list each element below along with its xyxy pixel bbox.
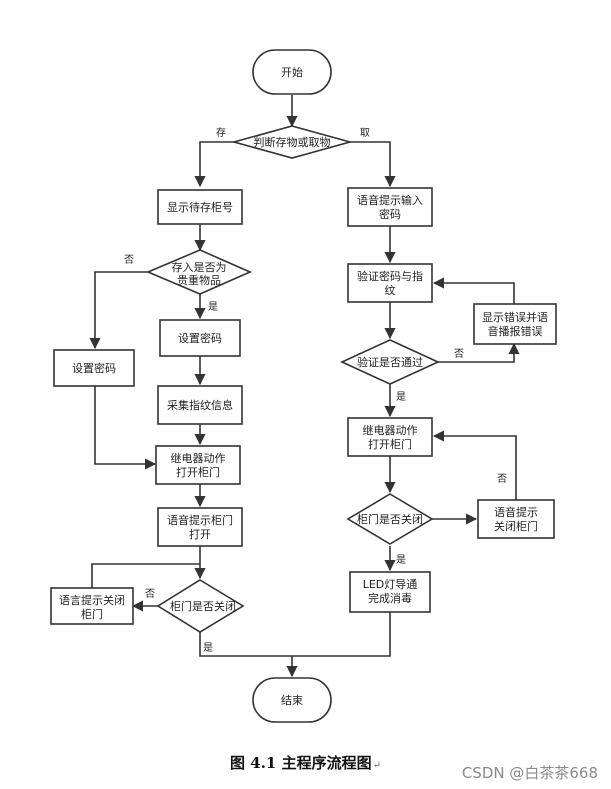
decision-closed-left-label: 柜门是否关闭 [170, 599, 236, 613]
edge-decision-take [350, 141, 396, 188]
decision-valuable-label-2: 贵重物品 [177, 273, 221, 287]
decision-closed-right-label: 柜门是否关闭 [357, 512, 423, 526]
figure-caption-text: 图 4.1 主程序流程图 [230, 754, 372, 772]
verify-label-2: 纹 [385, 283, 396, 297]
edge-valuable-no [89, 271, 148, 350]
decision-main-label: 判断存物或取物 [254, 135, 331, 149]
end-label: 结束 [281, 694, 303, 707]
collect-fingerprint-label: 采集指纹信息 [167, 398, 233, 412]
end-node [252, 677, 332, 723]
edge-decision-store [194, 141, 234, 188]
decision-closed-right-node [346, 493, 434, 545]
relay-open-left-label-2: 打开柜门 [176, 465, 220, 479]
led-node [349, 571, 431, 613]
edge-error-verify [432, 277, 515, 304]
edge-pass-no [438, 342, 520, 363]
edge-voiceclose-relay [432, 430, 517, 500]
edge-label-closed-right-no: 否 [497, 473, 507, 485]
edge-label-closed-left-yes: 是 [203, 642, 213, 654]
edge-label-closed-left-no: 否 [145, 588, 155, 600]
figure-caption: 图 4.1 主程序流程图↵ [0, 752, 611, 773]
voice-close-left-node [50, 587, 134, 625]
voice-input-node [347, 187, 433, 227]
decision-pass-label: 验证是否通过 [357, 355, 423, 369]
voice-open-label-2: 打开 [189, 527, 211, 541]
edge-label-closed-right-yes: 是 [396, 554, 406, 566]
error-label-1: 显示错误并语 [482, 310, 548, 324]
voice-input-label-1: 语音提示输入 [357, 193, 423, 207]
start-label: 开始 [281, 65, 303, 79]
edge-label-pass-yes: 是 [396, 391, 406, 403]
edge-label-pass-no: 否 [454, 348, 464, 360]
edge-led-merge [292, 612, 391, 657]
edge-voiceclose-loop [91, 563, 200, 588]
edge-label-valuable-yes: 是 [208, 301, 218, 313]
edge-label-valuable-no: 否 [124, 254, 134, 266]
decision-closed-left-node [156, 579, 245, 633]
verify-node [347, 263, 433, 303]
voice-close-right-node [477, 499, 555, 539]
return-mark: ↵ [372, 760, 381, 771]
set-password-left-label: 设置密码 [72, 361, 116, 375]
set-password-label: 设置密码 [178, 331, 222, 345]
edge-closed-yes [199, 632, 292, 657]
voice-close-right-label-2: 关闭柜门 [494, 519, 538, 533]
show-cabinet-node [157, 189, 243, 225]
voice-open-label-1: 语音提示柜门 [167, 513, 233, 527]
edge-label-take: 取 [360, 127, 370, 139]
watermark: CSDN @白茶茶668 [461, 764, 598, 782]
collect-fingerprint-node [157, 385, 243, 425]
relay-open-right-label-1: 继电器动作 [363, 424, 418, 437]
led-label-2: 完成消毒 [368, 591, 412, 605]
voice-open-node [157, 507, 243, 547]
voice-input-label-2: 密码 [379, 207, 401, 221]
cut-off-text-line [0, 784, 611, 789]
error-label-2: 音播报错误 [488, 324, 543, 338]
decision-valuable-node [145, 249, 252, 295]
decision-main-node [230, 125, 354, 159]
decision-pass-node [340, 339, 440, 385]
led-label-1: LED灯导通 [363, 578, 418, 591]
relay-open-right-label-2: 打开柜门 [368, 437, 412, 451]
decision-valuable-label-1: 存入是否为 [172, 260, 227, 274]
start-node [252, 49, 332, 95]
relay-open-right-node [347, 417, 433, 457]
show-cabinet-label: 显示待存柜号 [167, 200, 233, 214]
error-node [473, 303, 557, 345]
voice-close-right-label-1: 语音提示 [494, 505, 538, 519]
edge-leftpw-relay [94, 386, 157, 470]
relay-open-left-node [155, 445, 241, 485]
verify-label-1: 验证密码与指 [357, 269, 423, 283]
set-password-node [159, 319, 241, 357]
set-password-left-node [53, 349, 135, 387]
edge-label-store: 存 [216, 126, 226, 139]
voice-close-left-label-2: 柜门 [81, 607, 103, 621]
relay-open-left-label-1: 继电器动作 [171, 452, 226, 465]
voice-close-left-label-1: 语言提示关闭 [59, 593, 125, 607]
